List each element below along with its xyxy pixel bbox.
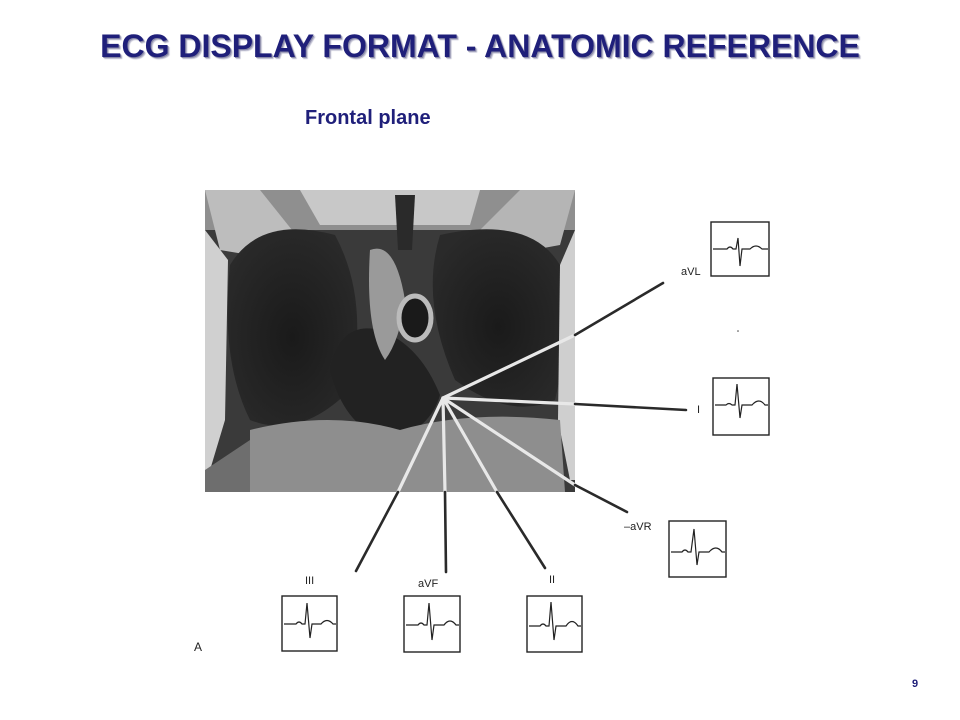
slide-subtitle: Frontal plane — [305, 107, 431, 129]
lead-axis-rays-inside — [396, 333, 577, 494]
lead-label-avl: aVL — [681, 266, 701, 278]
lead-label-iii: III — [305, 575, 314, 587]
slide-title: ECG DISPLAY FORMAT - ANATOMIC REFERENCE — [100, 28, 860, 64]
lead-label-avf: aVF — [418, 578, 438, 590]
speck-dot — [737, 330, 739, 332]
ecg-box-avl — [710, 221, 770, 277]
panel-letter: A — [194, 640, 202, 654]
lead-label-neg-avr: –aVR — [624, 521, 652, 533]
page-number: 9 — [911, 678, 919, 690]
lead-axis-rays-outside — [354, 281, 688, 574]
ecg-box-neg-avr — [668, 520, 727, 578]
ecg-box-avf — [403, 595, 461, 653]
ecg-box-ii — [526, 595, 583, 653]
ecg-box-iii — [281, 595, 338, 652]
lead-label-ii: II — [549, 574, 555, 586]
lead-label-i: I — [697, 404, 700, 416]
chest-mri-image — [205, 190, 575, 492]
ecg-box-i — [712, 377, 770, 436]
